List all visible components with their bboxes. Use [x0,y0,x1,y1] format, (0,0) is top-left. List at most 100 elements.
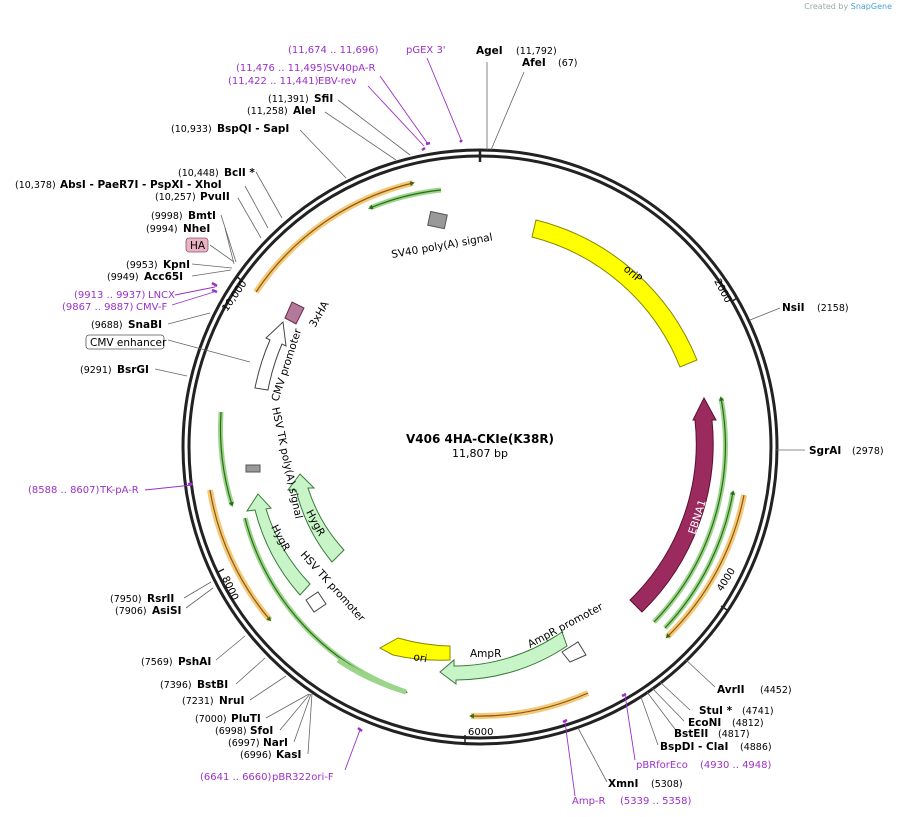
cmv-enhancer-box[interactable]: CMV enhancer [85,334,167,350]
site-label-kasi[interactable]: (6996)KasI [240,749,301,761]
site-label-acc65i[interactable]: (9949)Acc65I [107,271,183,283]
site-label-sgrai[interactable]: SgrAI(2978) [809,445,884,457]
site-label-afei[interactable]: AfeI(67) [522,57,578,69]
site-label-kpni[interactable]: (9953)KpnI [126,259,190,271]
site-label-asisi[interactable]: (7906) AsiSI [115,605,181,617]
ori-arrow [378,637,451,661]
svg-text:(7906): (7906) [115,606,147,617]
site-label-econi[interactable]: EcoNI(4812) [688,717,764,729]
svg-text:AvrII: AvrII [717,684,745,696]
site-label-bmti[interactable]: (9998)BmtI [151,210,216,222]
svg-text:pBRforEco: pBRforEco [636,760,688,771]
svg-text:(10,448): (10,448) [178,168,219,179]
svg-text:(11,674 .. 11,696): (11,674 .. 11,696) [288,45,379,56]
site-label-sfoi[interactable]: (6998)SfoI [215,725,273,737]
primer-label-pbrforeco[interactable]: pBRforEco(4930 .. 4948) [636,760,772,771]
svg-text:(9867 .. 9887): (9867 .. 9887) [62,302,134,313]
svg-text:BmtI: BmtI [188,210,216,222]
primer-label-lncx[interactable]: (9913 .. 9937)LNCX [74,290,175,301]
sv40-polya-label: SV40 poly(A) signal [390,231,493,261]
svg-text:pBR322ori-F: pBR322ori-F [272,772,334,783]
site-label-absi-xhoi[interactable]: (10,378)AbsI - PaeR7I - PspXI - XhoI [15,179,222,191]
svg-text:SnaBI: SnaBI [128,319,162,331]
primer-label-tk-pa-r[interactable]: (8588 .. 8607)TK-pA-R [28,485,139,496]
tick-label-2000: 2000 [711,277,733,305]
svg-text:AbsI - PaeR7I - PspXI - XhoI: AbsI - PaeR7I - PspXI - XhoI [60,179,222,191]
svg-text:(7231): (7231) [182,696,214,707]
primer-label-cmv-f[interactable]: (9867 .. 9887)CMV-F [62,302,167,313]
orf-arc-bottom-orange [470,690,590,720]
site-label-stui[interactable]: StuI *(4741) [699,705,774,717]
svg-text:BspQI - SapI: BspQI - SapI [217,123,289,135]
svg-text:(11,391): (11,391) [268,94,309,105]
svg-text:(9291): (9291) [80,365,112,376]
svg-text:BspDI - ClaI: BspDI - ClaI [660,741,728,753]
svg-text:(7396): (7396) [160,680,192,691]
site-label-avrii[interactable]: AvrII(4452) [717,684,792,696]
site-label-nsii[interactable]: NsiI(2158) [782,302,849,314]
site-label-bsteii[interactable]: BstEII(4817) [674,728,750,740]
site-label-bspdi-clai[interactable]: BspDI - ClaI (4886) [660,741,772,753]
svg-text:PvuII: PvuII [200,191,230,203]
svg-text:(5308): (5308) [651,779,683,790]
svg-text:AsiSI: AsiSI [152,605,181,617]
site-label-nrui[interactable]: (7231)NruI [182,695,244,707]
ampr-promoter-arrow [561,641,587,663]
primer-label-pbr322ori-f[interactable]: (6641 .. 6660)pBR322ori-F [200,772,334,783]
site-label-snabi[interactable]: (9688)SnaBI [91,319,162,331]
site-label-alei[interactable]: (11,258)AleI [247,105,316,117]
site-label-nari[interactable]: (6997)NarI [228,737,288,749]
primer-label-ebv-rev[interactable]: (11,422 .. 11,441)EBV-rev [228,76,357,87]
svg-text:LNCX: LNCX [148,290,175,301]
svg-text:(6641 .. 6660): (6641 .. 6660) [200,772,272,783]
svg-text:(6997): (6997) [228,738,260,749]
site-label-agei[interactable]: AgeI(11,792) [476,45,557,57]
site-label-nhei[interactable]: (9994)NheI [146,223,210,235]
site-label-pvuii[interactable]: (10,257)PvuII [155,191,230,203]
primer-leaders [144,57,636,797]
svg-text:PshAI: PshAI [178,656,211,668]
ampr-arrow [439,631,568,685]
svg-text:BsrGI: BsrGI [117,364,149,376]
plasmid-length: 11,807 bp [452,447,508,460]
hygr-arrow-1 [287,473,345,563]
site-label-rsrii[interactable]: (7950)RsrII [110,593,174,605]
svg-text:(10,933): (10,933) [171,124,212,135]
cmv-enhancer-label: CMV enhancer [90,337,167,349]
svg-text:RsrII: RsrII [147,593,174,605]
site-label-pluti[interactable]: (7000)PluTI [195,713,261,725]
svg-text:EBV-rev: EBV-rev [318,76,357,87]
site-label-sfii[interactable]: (11,391) SfiI [268,93,333,105]
svg-text:(11,258): (11,258) [247,106,288,117]
svg-text:(4741): (4741) [742,706,774,717]
svg-text:BstEII: BstEII [674,728,708,740]
svg-text:SfiI: SfiI [314,93,333,105]
svg-text:KasI: KasI [276,749,301,761]
ha-box[interactable]: HA [185,237,209,253]
site-label-bspqi-sapi[interactable]: (10,933) BspQI - SapI [171,123,289,135]
svg-text:(9953): (9953) [126,260,158,271]
site-label-pshai[interactable]: (7569)PshAI [141,656,211,668]
hsv-tk-polya-label: HSV TK poly(A) signal [269,406,304,520]
svg-text:(11,476 .. 11,495): (11,476 .. 11,495) [236,63,327,74]
primer-label-sv40pa-r[interactable]: (11,476 .. 11,495)SV40pA-R [236,63,375,74]
svg-text:NheI: NheI [183,223,210,235]
svg-text:(11,422 .. 11,441): (11,422 .. 11,441) [228,76,319,87]
primer-label-amp-r[interactable]: Amp-R(5339 .. 5358) [572,796,692,807]
svg-text:(4886): (4886) [740,742,772,753]
svg-text:NsiI: NsiI [782,302,805,314]
svg-text:NarI: NarI [263,737,288,749]
snapgene-logo: SnapGene [850,2,892,11]
feature-leaders [167,244,251,363]
site-label-bstbi[interactable]: (7396) BstBI [160,679,228,691]
primer-label-pgex3[interactable]: (11,674 .. 11,696)pGEX 3' [288,45,446,56]
site-label-xmni[interactable]: XmnI(5308) [608,778,683,790]
svg-text:BstBI: BstBI [197,679,228,691]
svg-text:AfeI: AfeI [522,57,546,69]
site-label-bsrgi[interactable]: (9291) BsrGI [80,364,149,376]
svg-text:SV40pA-R: SV40pA-R [326,63,375,74]
svg-text:TK-pA-R: TK-pA-R [99,485,139,496]
svg-text:BclI *: BclI * [224,167,255,179]
site-label-bcli[interactable]: (10,448) BclI * [178,167,255,179]
svg-text:(5339 .. 5358): (5339 .. 5358) [620,796,692,807]
